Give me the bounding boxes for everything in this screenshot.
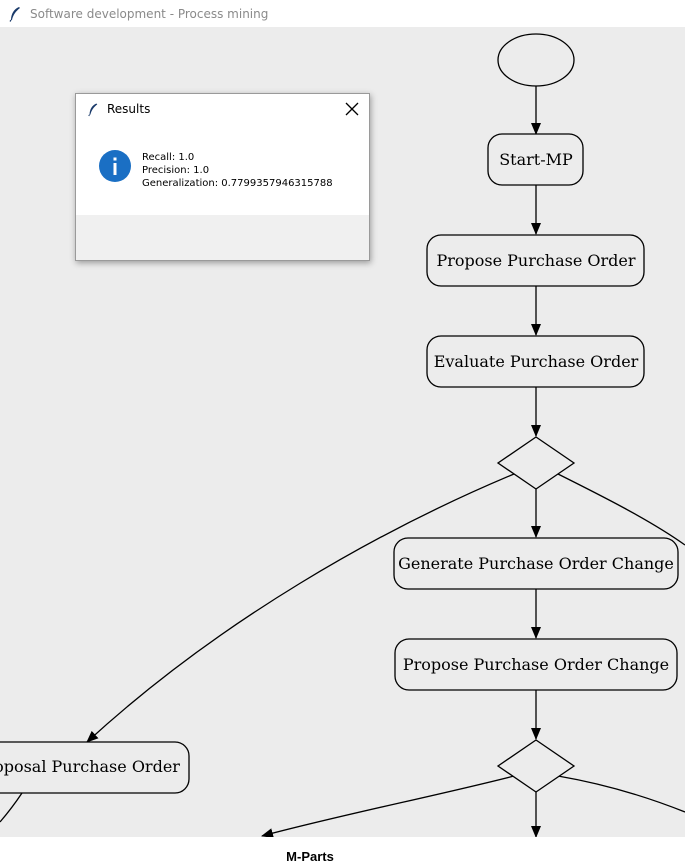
info-icon: [99, 150, 131, 182]
precision-line: Precision: 1.0: [142, 165, 210, 176]
footer-label: M-Parts: [286, 849, 334, 864]
edge-gateway1-right: [557, 473, 685, 546]
node-propose-poc: [394, 638, 678, 691]
label-propose-po: Propose Purchase Order: [436, 251, 635, 270]
dialog-body: Results Recall: 1.0 Precision: 1.0 Gener…: [76, 94, 369, 215]
results-message: Recall: 1.0 Precision: 1.0 Generalizatio…: [142, 151, 333, 190]
feather-icon: [8, 6, 22, 22]
node-proposal-po: [0, 741, 190, 794]
label-propose-poc: Propose Purchase Order Change: [403, 655, 669, 674]
label-evaluate-po: Evaluate Purchase Order: [434, 352, 639, 371]
close-icon: [345, 102, 359, 116]
node-propose-po: [426, 234, 645, 287]
edge-gateway2-left: [261, 775, 515, 837]
close-button[interactable]: [341, 98, 363, 120]
node-evaluate-po: [426, 335, 645, 388]
nodes: [0, 33, 679, 794]
start-node: [497, 33, 575, 87]
edge-gateway1-to-proposal: [86, 473, 515, 743]
window-titlebar: Software development - Process mining: [0, 0, 685, 27]
node-start-mp: [487, 133, 584, 186]
feather-icon: [87, 102, 99, 117]
edge-gateway2-right: [557, 775, 685, 813]
edges: [0, 86, 685, 837]
gateway-1: [496, 436, 576, 490]
edge-proposal-down: [0, 792, 23, 823]
node-generate-poc: [393, 537, 679, 590]
gateway-2: [496, 739, 576, 793]
results-dialog[interactable]: Results Recall: 1.0 Precision: 1.0 Gener…: [75, 93, 370, 261]
window-title: Software development - Process mining: [30, 6, 269, 21]
footer: M-Parts: [0, 837, 685, 864]
recall-line: Recall: 1.0: [142, 152, 195, 163]
generalization-line: Generalization: 0.7799357946315788: [142, 178, 333, 189]
dialog-title: Results: [107, 102, 151, 116]
label-proposal-po: oposal Purchase Order: [0, 757, 180, 776]
label-generate-poc: Generate Purchase Order Change: [398, 554, 674, 573]
node-labels: Start-MP Propose Purchase Order Evaluate…: [0, 150, 674, 776]
label-start-mp: Start-MP: [499, 150, 573, 169]
process-map: Start-MP Propose Purchase Order Evaluate…: [0, 33, 685, 837]
